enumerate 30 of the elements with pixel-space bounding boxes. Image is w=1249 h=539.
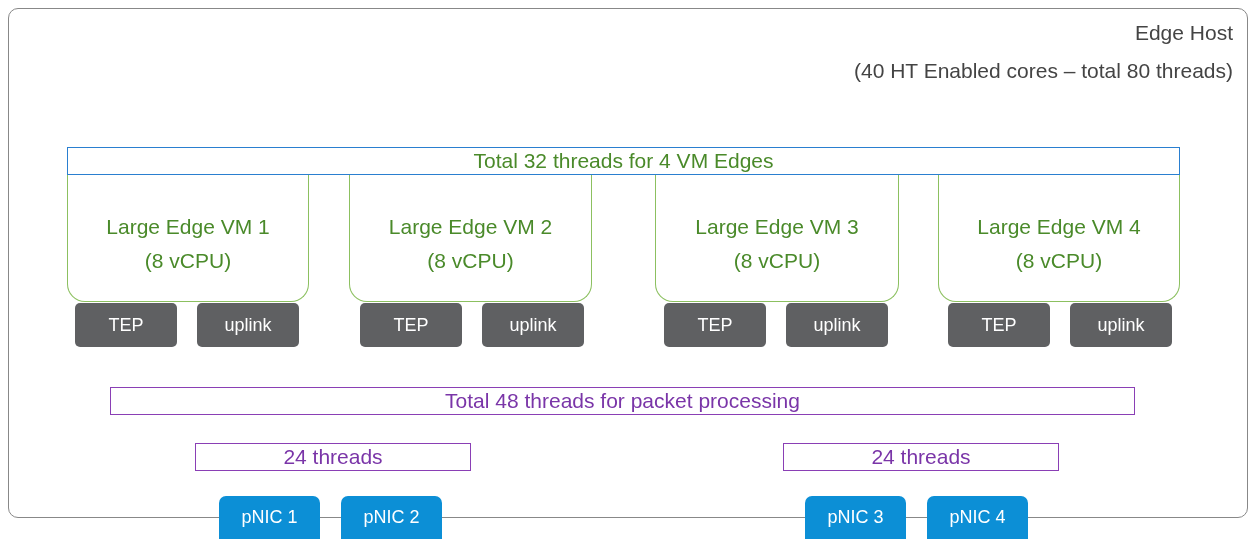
port-button: uplink [1070, 303, 1172, 347]
thread-band: Total 32 threads for 4 VM Edges [67, 147, 1180, 175]
vm-title: Large Edge VM 4 [977, 214, 1141, 239]
vm-title: Large Edge VM 3 [695, 214, 859, 239]
port-button: TEP [948, 303, 1050, 347]
vm-box [349, 172, 592, 302]
port-button: TEP [75, 303, 177, 347]
vcpu-count: (8 vCPU) [427, 248, 514, 273]
port-button: TEP [664, 303, 766, 347]
vm-box [938, 172, 1180, 302]
host-title: Edge Host [1134, 21, 1233, 45]
thread-band: 24 threads [783, 443, 1059, 471]
port-button: TEP [360, 303, 462, 347]
vm-title: Large Edge VM 2 [388, 214, 553, 239]
vm-box [67, 172, 309, 302]
vm-box [655, 172, 899, 302]
thread-band: Total 48 threads for packet processing [110, 387, 1135, 415]
port-button: uplink [197, 303, 299, 347]
nic-tab: pNIC 4 [927, 496, 1028, 539]
vcpu-count: (8 vCPU) [733, 248, 821, 273]
port-button: uplink [786, 303, 888, 347]
nic-tab: pNIC 1 [219, 496, 320, 539]
thread-band: 24 threads [195, 443, 471, 471]
vcpu-count: (8 vCPU) [144, 248, 232, 273]
nic-tab: pNIC 3 [805, 496, 906, 539]
nic-tab: pNIC 2 [341, 496, 442, 539]
vcpu-count: (8 vCPU) [1015, 248, 1103, 273]
host-subtitle: (40 HT Enabled cores – total 80 threads) [854, 59, 1233, 83]
vm-title: Large Edge VM 1 [106, 214, 270, 239]
port-button: uplink [482, 303, 584, 347]
